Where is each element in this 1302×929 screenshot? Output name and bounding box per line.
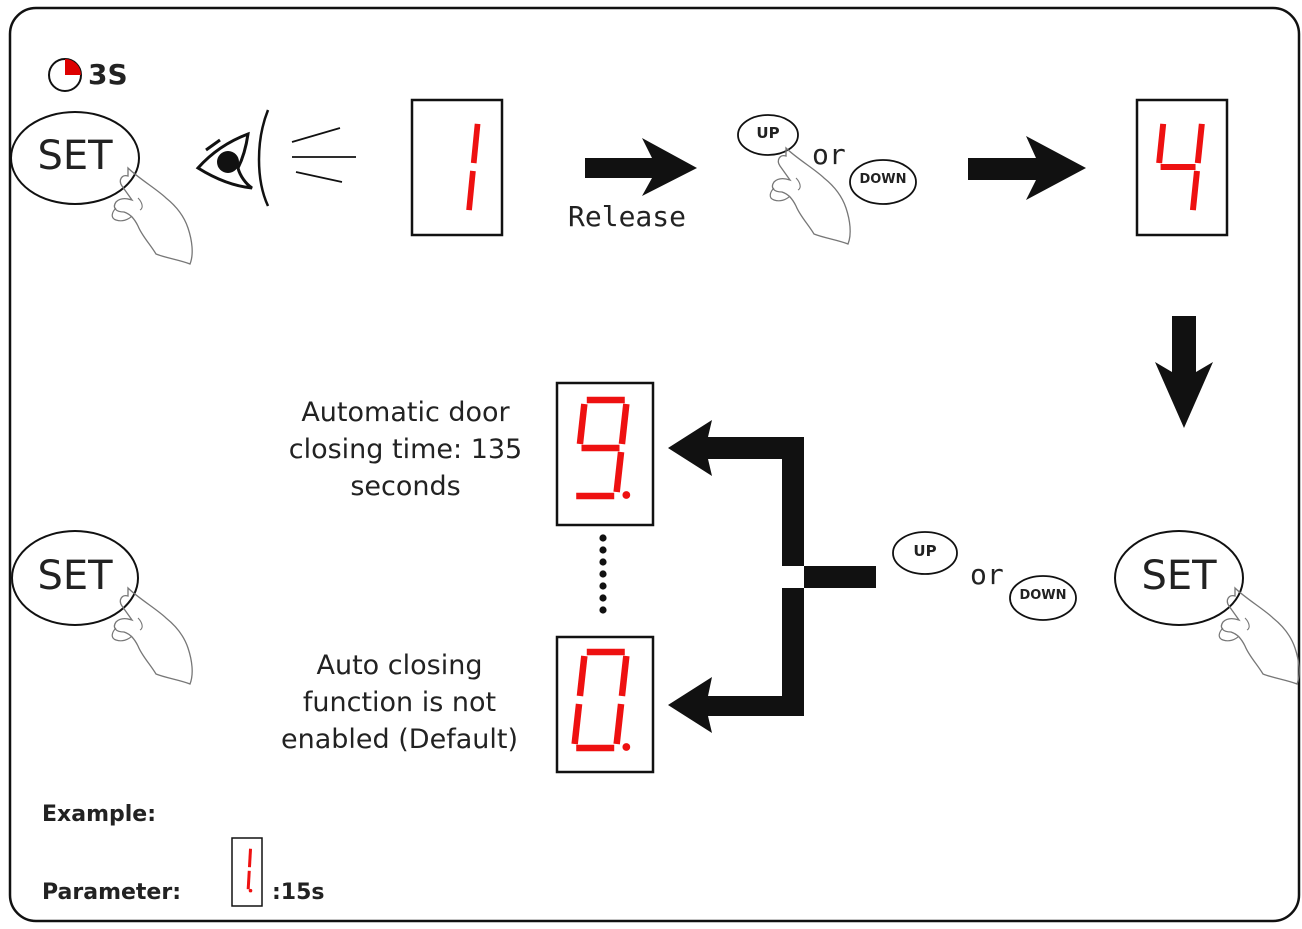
segment-c [613, 703, 625, 745]
segment-c [613, 451, 625, 493]
segment-c [466, 170, 476, 211]
parameter-value: :15s [272, 880, 325, 905]
dotted-separator [599, 534, 607, 614]
decimal-point [248, 888, 253, 893]
decimal-point [622, 743, 631, 751]
segment-b [618, 403, 630, 445]
dot [599, 534, 607, 542]
down-button-1-label: DOWN [859, 172, 907, 187]
right-arrow-2 [968, 136, 1086, 200]
up-button-1-label: UP [756, 124, 780, 142]
sight-lines-icon [291, 127, 356, 183]
dot [599, 570, 607, 578]
down-button-1[interactable] [849, 159, 917, 205]
top-option-line-2: closing time: 135 [288, 434, 523, 465]
down-button-2-label: DOWN [1019, 588, 1067, 603]
set-button-3[interactable] [1114, 530, 1244, 626]
up-button-2[interactable] [892, 531, 958, 575]
segment-f [576, 655, 588, 697]
or-label-2: or [970, 558, 1004, 591]
down-button-2[interactable] [1009, 575, 1077, 621]
display-box-bottom-option [555, 635, 655, 774]
segment-b [247, 848, 253, 868]
set-button-1[interactable] [10, 111, 140, 205]
bottom-option-line-1: Auto closing [316, 650, 483, 681]
segment-b [470, 123, 481, 164]
segment-f [576, 403, 588, 445]
segment-digit-example [246, 848, 253, 893]
set-button-2[interactable] [11, 530, 139, 626]
up-button-2-label: UP [913, 542, 937, 560]
display-box-1 [410, 98, 504, 237]
top-option-line-1: Automatic door [301, 397, 510, 428]
segment-digit-top-option [576, 396, 631, 500]
eye-icon [195, 109, 270, 207]
dot [599, 594, 607, 602]
segment-c [1189, 170, 1200, 211]
outer-frame-border [8, 6, 1301, 923]
example-title: Example: [42, 802, 156, 827]
dot [599, 558, 607, 566]
segment-c [246, 870, 251, 890]
display-box-example [231, 837, 263, 907]
timer-icon [48, 58, 82, 92]
parameter-label: Parameter: [42, 880, 182, 905]
bottom-option-line-3: enabled (Default) [281, 724, 518, 755]
top-option-line-3: seconds [350, 471, 461, 502]
up-button-1[interactable] [737, 114, 799, 156]
dot [599, 546, 607, 554]
segment-digit-first [466, 123, 481, 211]
timer-label: 3S [88, 58, 128, 91]
segment-digit-second [1156, 123, 1205, 211]
top-option-description: Automatic door closing time: 135 seconds [268, 394, 543, 505]
set-button-3-label: SET [1141, 553, 1217, 599]
segment-e [571, 703, 583, 745]
branch-bracket-arrows [668, 420, 876, 733]
right-arrow-1 [585, 138, 697, 196]
dot [599, 582, 607, 590]
segment-digit-bottom-option [571, 648, 631, 752]
release-label: Release [568, 200, 687, 233]
down-arrow [1155, 316, 1213, 428]
or-label-1: or [812, 138, 846, 171]
display-box-top-option [555, 381, 655, 527]
set-button-2-label: SET [37, 553, 113, 599]
segment-b [618, 655, 630, 697]
segment-b [1194, 123, 1205, 164]
set-button-1-label: SET [37, 133, 113, 179]
bottom-option-description: Auto closing function is not enabled (De… [262, 647, 537, 758]
bottom-option-line-2: function is not [302, 687, 497, 718]
dot [599, 606, 607, 614]
decimal-point [622, 491, 631, 499]
segment-f [1156, 123, 1167, 164]
